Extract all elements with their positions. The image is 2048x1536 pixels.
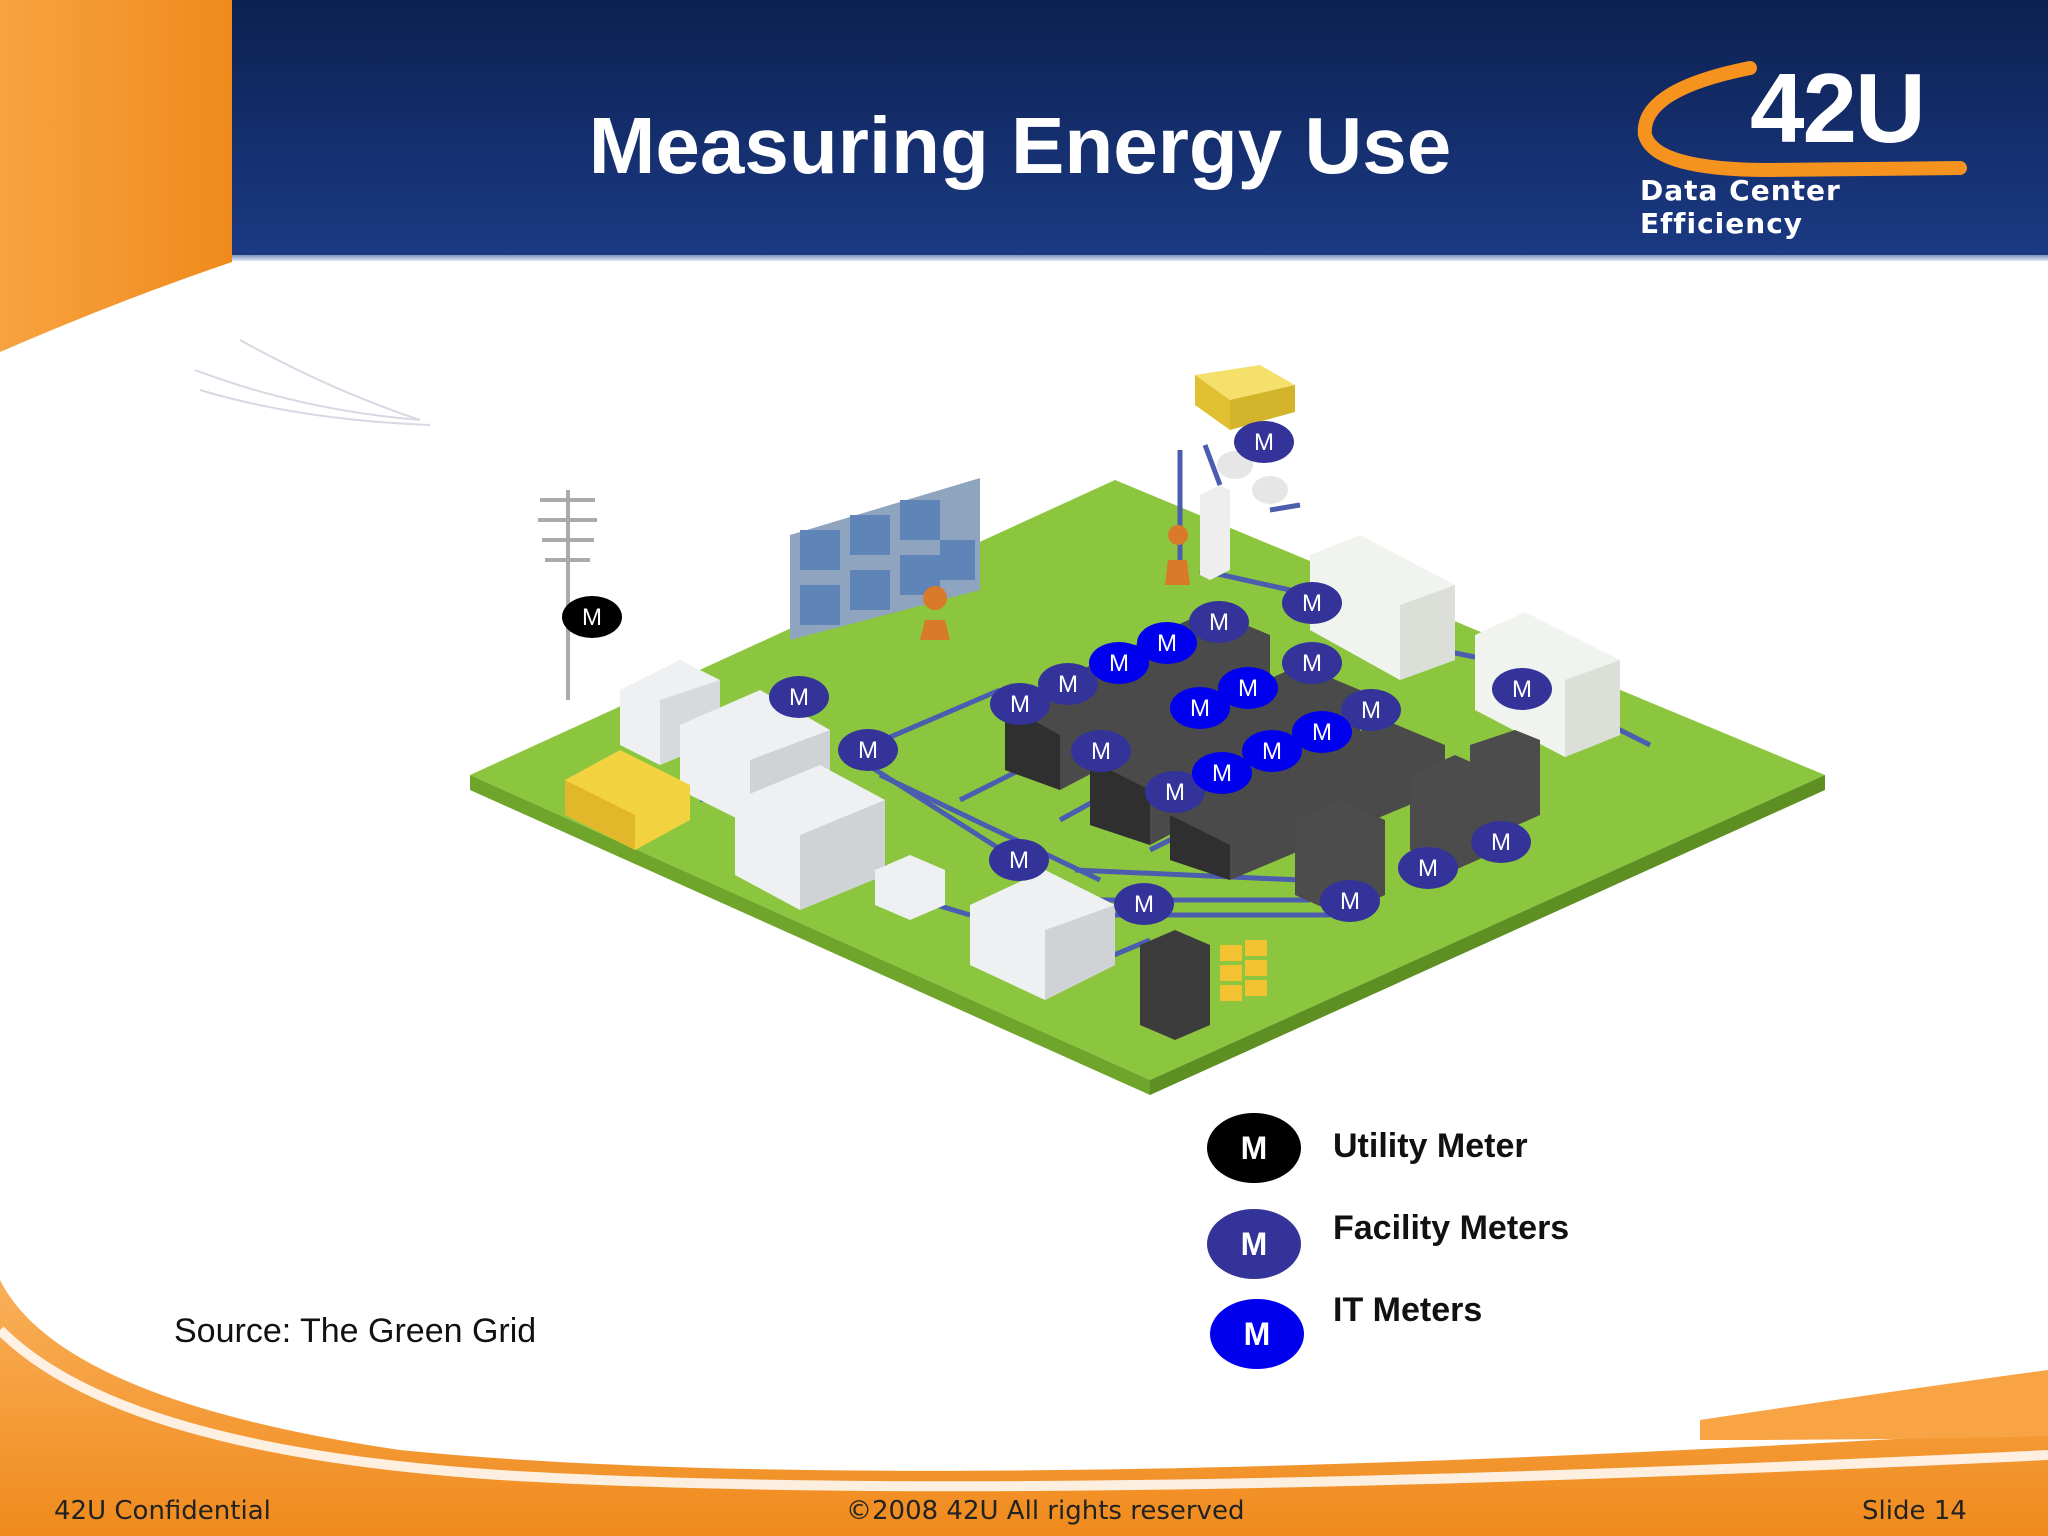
meter-label: M	[1512, 676, 1532, 703]
meter-label: M	[1254, 429, 1274, 456]
it-meter-marker: M	[1242, 730, 1302, 772]
meter-label: M	[1058, 671, 1078, 698]
meter-label: M	[1209, 609, 1229, 636]
slide-title: Measuring Energy Use	[588, 101, 1452, 190]
logo-wordmark: 42U	[1750, 53, 1926, 163]
it-meter-marker: M	[1170, 687, 1230, 729]
orange-corner-accent	[0, 0, 232, 352]
facility-meter-marker: M	[1492, 668, 1552, 710]
it-meter-marker: M	[1292, 711, 1352, 753]
facility-meter-marker: M	[1189, 601, 1249, 643]
meter-label: M	[1302, 590, 1322, 617]
meter-label: M	[1165, 779, 1185, 806]
legend-label-facility: Facility Meters	[1333, 1209, 1570, 1247]
meter-label: M	[1361, 697, 1381, 724]
meter-label: M	[582, 604, 602, 631]
facility-meter-icon: M	[1207, 1209, 1301, 1279]
footer-copyright: ©2008 42U All rights reserved	[846, 1496, 1245, 1526]
facility-meter-marker: M	[1398, 847, 1458, 889]
legend-label-it: IT Meters	[1333, 1291, 1483, 1329]
facility-meter-marker: M	[1234, 421, 1294, 463]
power-pole-icon	[538, 490, 597, 700]
footer-slide-number: Slide 14	[1862, 1496, 1967, 1526]
facility-meter-marker: M	[990, 683, 1050, 725]
decorative-wires	[194, 339, 431, 426]
legend-label-utility: Utility Meter	[1333, 1127, 1528, 1165]
person-icon	[1165, 525, 1190, 585]
meter-label: M	[1212, 760, 1232, 787]
footer-confidential: 42U Confidential	[54, 1496, 271, 1526]
meter-label: M	[1262, 738, 1282, 765]
facility-meter-marker: M	[1282, 642, 1342, 684]
meter-label: M	[1109, 650, 1129, 677]
facility-meter-marker: M	[1114, 883, 1174, 925]
rooftop-generator-icon	[1195, 365, 1295, 580]
meter-label: M	[1010, 691, 1030, 718]
meter-label: M	[1091, 738, 1111, 765]
header-divider	[0, 255, 2048, 261]
it-meter-marker: M	[1218, 667, 1278, 709]
meter-label: M	[1312, 719, 1332, 746]
it-meter-marker: M	[1192, 752, 1252, 794]
bottom-orange-swoosh	[0, 1280, 2048, 1536]
meter-label: M	[1491, 829, 1511, 856]
logo-tagline: Data Center Efficiency	[1640, 174, 1841, 240]
facility-meter-marker: M	[1145, 771, 1205, 813]
meter-label: M	[1009, 847, 1029, 874]
electrical-equipment-icon	[565, 660, 1267, 1001]
company-logo: 42U Data Center Efficiency	[1630, 50, 2000, 240]
meter-label: M	[1340, 888, 1360, 915]
meter-label: M	[1302, 650, 1322, 677]
utility-meter-marker: M	[562, 596, 622, 638]
facility-meter-marker: M	[838, 729, 898, 771]
facility-meter-marker: M	[1038, 663, 1098, 705]
it-meter-icon: M	[1210, 1299, 1304, 1369]
facility-meter-marker: M	[1341, 689, 1401, 731]
header-banner	[0, 0, 2048, 258]
source-credit: Source: The Green Grid	[174, 1312, 537, 1350]
it-meter-marker: M	[1089, 642, 1149, 684]
meter-label: M	[1190, 695, 1210, 722]
meter-label: M	[1418, 855, 1438, 882]
monitoring-screens-icon	[790, 478, 980, 640]
facility-meter-marker: M	[989, 839, 1049, 881]
meter-label: M	[858, 737, 878, 764]
it-meter-marker: M	[1137, 622, 1197, 664]
facility-meter-marker: M	[1282, 582, 1342, 624]
logo-swoosh-icon	[1637, 61, 1967, 178]
meter-label: M	[1157, 630, 1177, 657]
utility-meter-icon: M	[1207, 1113, 1301, 1183]
meter-label: M	[1134, 891, 1154, 918]
facility-meter-marker: M	[769, 676, 829, 718]
facility-meter-marker: M	[1071, 730, 1131, 772]
meter-label: M	[1238, 675, 1258, 702]
facility-meter-marker: M	[1471, 821, 1531, 863]
meter-label: M	[789, 684, 809, 711]
facility-meter-marker: M	[1320, 880, 1380, 922]
